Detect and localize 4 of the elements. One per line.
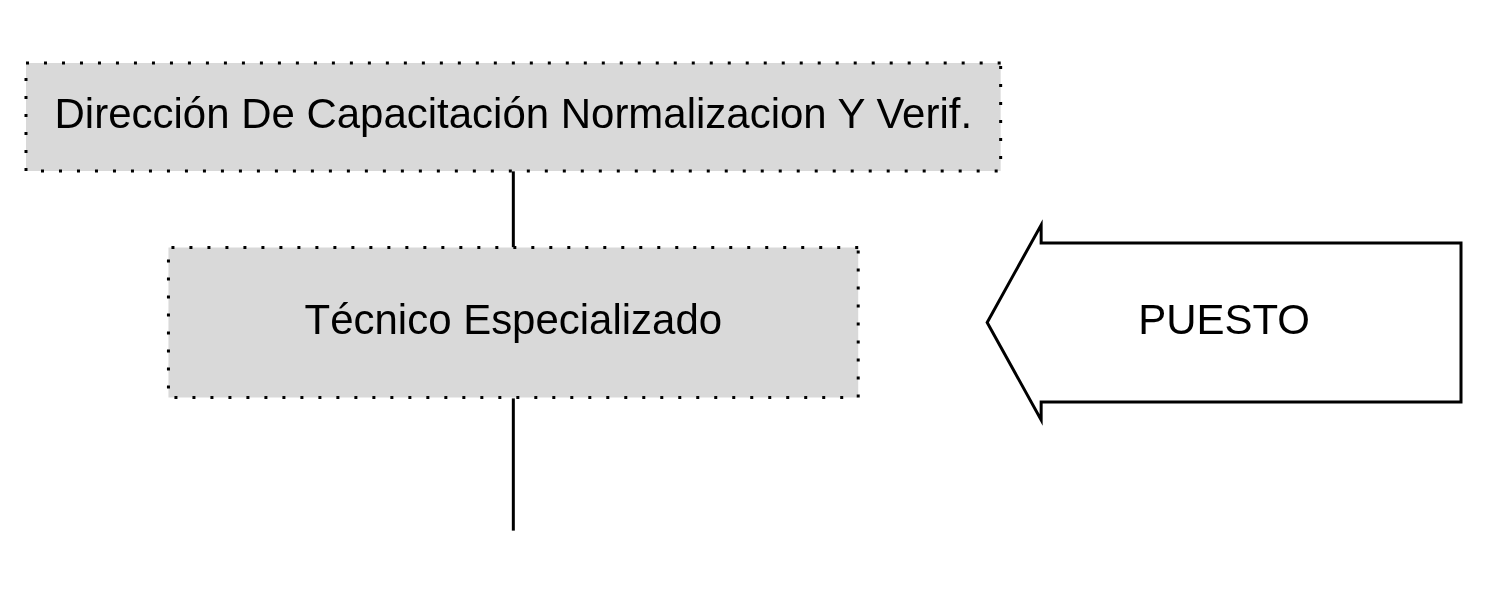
node-box: Dirección De Capacitación Normalizacion Y Verif. bbox=[24, 61, 1002, 173]
connector bbox=[511, 398, 515, 531]
connector bbox=[511, 171, 515, 248]
node-box: Técnico Especializado bbox=[166, 245, 860, 399]
